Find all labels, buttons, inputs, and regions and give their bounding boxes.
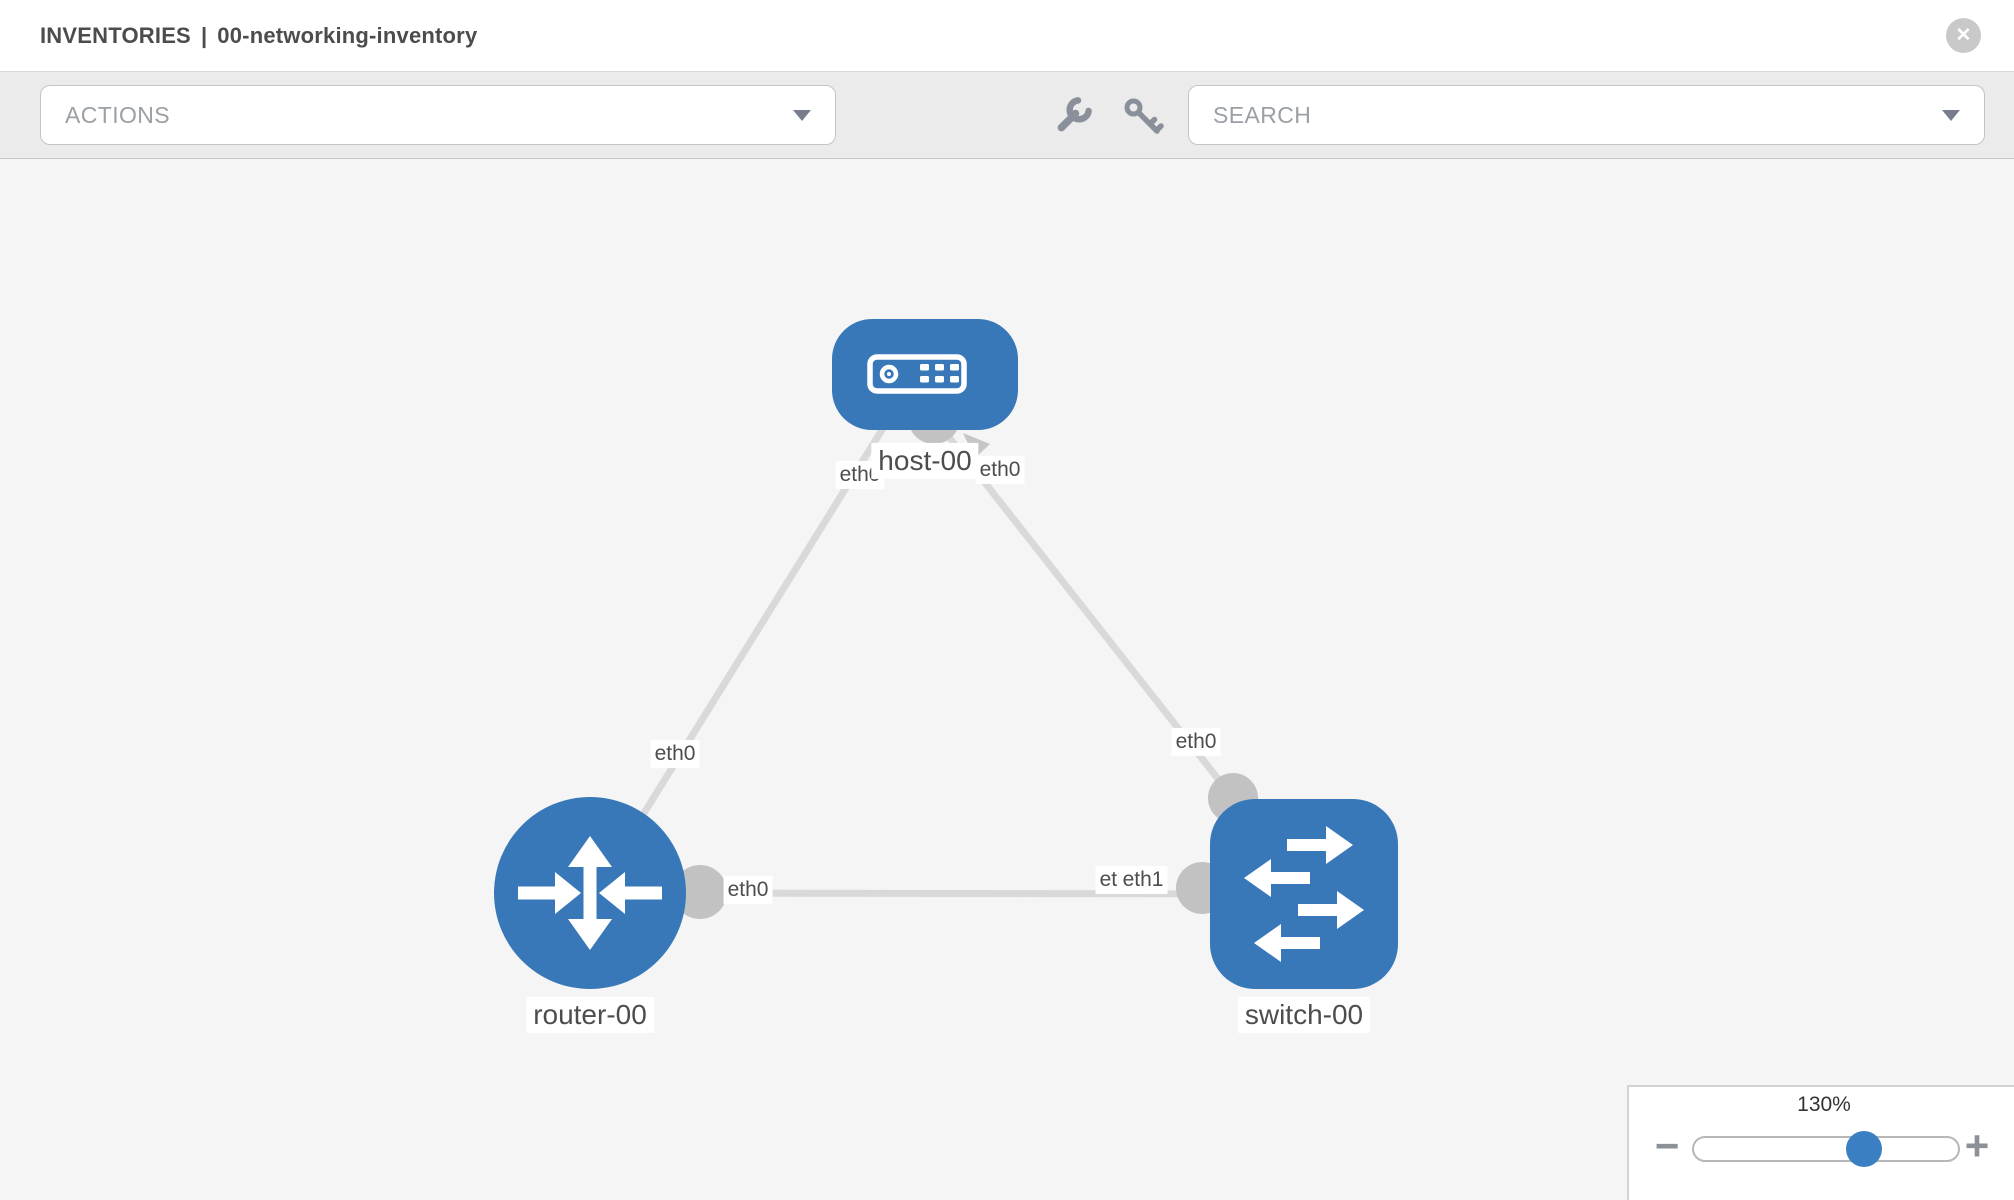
credentials-button[interactable] bbox=[1119, 93, 1167, 141]
close-icon: ✕ bbox=[1955, 25, 1972, 46]
wrench-icon bbox=[1057, 97, 1092, 132]
inventory-name: 00-networking-inventory bbox=[217, 22, 478, 48]
zoom-panel: 130% − + bbox=[1627, 1085, 2014, 1200]
interface-label: eth1 bbox=[1118, 865, 1168, 895]
search-dropdown-label: SEARCH bbox=[1213, 101, 1312, 128]
toolbar: ACTIONS SEARCH bbox=[0, 72, 2014, 159]
node-label-switch-00: switch-00 bbox=[1237, 996, 1371, 1034]
zoom-slider-track[interactable] bbox=[1692, 1131, 1960, 1167]
interface-label: eth0 bbox=[650, 739, 700, 769]
link-host-router[interactable] bbox=[592, 415, 893, 894]
minus-icon[interactable]: − bbox=[1654, 1122, 1680, 1169]
interface-label: eth0 bbox=[975, 455, 1025, 485]
topology-graph bbox=[494, 319, 1398, 989]
switch-icon bbox=[1244, 826, 1364, 962]
topology-canvas[interactable]: eth0 host-00 eth0 eth0 eth0 eth0 eth0 et… bbox=[0, 160, 2014, 1200]
endpoint-dot-router bbox=[673, 865, 727, 919]
node-router-00[interactable] bbox=[494, 797, 686, 989]
node-label-router-00: router-00 bbox=[526, 996, 654, 1034]
breadcrumb-separator: | bbox=[200, 22, 208, 48]
router-icon bbox=[518, 836, 662, 950]
chevron-down-icon bbox=[1942, 110, 1960, 121]
search-dropdown[interactable]: SEARCH bbox=[1188, 85, 1985, 145]
node-label-host-00: host-00 bbox=[871, 442, 979, 480]
breadcrumb-section: INVENTORIES bbox=[40, 22, 191, 48]
key-icon bbox=[1124, 98, 1164, 134]
configure-button[interactable] bbox=[1048, 93, 1096, 141]
chevron-down-icon bbox=[793, 110, 811, 121]
node-switch-00[interactable] bbox=[1210, 799, 1398, 989]
interface-label: eth0 bbox=[723, 875, 773, 905]
host-icon bbox=[867, 354, 967, 394]
close-button[interactable]: ✕ bbox=[1946, 18, 1981, 53]
interface-label: eth0 bbox=[1171, 727, 1221, 757]
page-title: INVENTORIES | 00-networking-inventory bbox=[40, 23, 477, 49]
actions-dropdown-label: ACTIONS bbox=[65, 101, 171, 128]
zoom-slider-handle[interactable] bbox=[1846, 1131, 1883, 1167]
node-host-00[interactable] bbox=[832, 319, 1018, 430]
plus-icon[interactable]: + bbox=[1964, 1122, 1990, 1169]
header-bar: INVENTORIES | 00-networking-inventory ✕ bbox=[0, 0, 2014, 72]
zoom-level-value: 130% bbox=[1797, 1093, 1851, 1116]
actions-dropdown[interactable]: ACTIONS bbox=[40, 85, 836, 145]
